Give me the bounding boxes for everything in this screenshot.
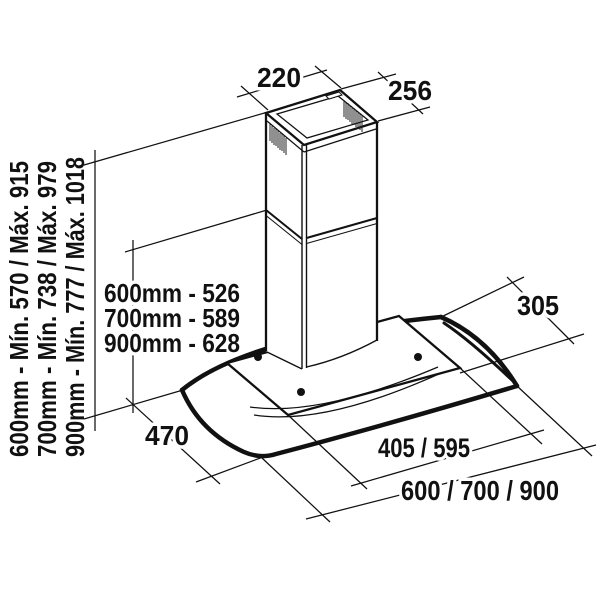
glass-right-inner-edge	[442, 321, 516, 384]
ext-line-600-left	[261, 457, 331, 523]
dim-label-470: 470	[145, 420, 189, 451]
chimney-rim-band-right	[303, 128, 377, 153]
glass-right-outer-edge	[438, 314, 520, 389]
dimension-lines	[83, 65, 597, 523]
dim-label-305: 305	[517, 290, 559, 321]
chimney-rim-slot	[325, 91, 343, 100]
height-label-600: 600mm - Mín. 570 / Máx. 915	[4, 161, 34, 457]
dim-label-600-700-900: 600 / 700 / 900	[401, 475, 559, 506]
plate-hole-front	[297, 388, 305, 396]
chimney-seam-left-shadow	[265, 215, 303, 245]
dim-line-305	[506, 276, 575, 345]
chimney-base-left	[266, 351, 303, 370]
height-label-700: 700mm - Mín. 738 / Máx. 979	[32, 161, 62, 457]
dim-line-220	[236, 69, 328, 98]
dimension-labels: 220 256 305 470 405 / 595 600 / 700 / 90…	[4, 59, 563, 510]
height-labels-rotated: 600mm - Mín. 570 / Máx. 915 700mm - Mín.…	[4, 157, 90, 457]
dim-label-220: 220	[257, 62, 301, 93]
plate-hole-left	[254, 353, 262, 361]
ext-line-600-right	[516, 385, 593, 457]
ext-line-256-right	[377, 106, 431, 122]
chimney-seam-left	[265, 209, 303, 240]
dim-label-256: 256	[388, 75, 432, 106]
ext-line-305-top	[436, 276, 525, 320]
vent-grille-right	[343, 100, 363, 132]
ext-line-470-bottom	[195, 456, 264, 483]
dim-line-256	[377, 71, 424, 115]
ext-line-height-top	[83, 111, 269, 166]
ext-line-220-left	[240, 85, 269, 111]
chimney-seam-right-shadow	[306, 222, 378, 245]
ext-line-chimney-top	[124, 209, 268, 253]
chimney-seam-right	[306, 217, 378, 239]
glass-left-front-edge	[179, 383, 520, 459]
chimney-height-labels: 600mm - 526 700mm - 589 900mm - 628	[101, 275, 244, 362]
chimney-label-700: 700mm - 589	[104, 303, 240, 333]
chimney-base-right-curve	[306, 339, 378, 368]
chimney-rim-opening	[275, 95, 370, 139]
ext-line-220-right	[314, 65, 342, 89]
ext-line-405-left	[287, 414, 368, 490]
chimney-rim-band-left	[266, 120, 305, 153]
dim-label-405-595: 405 / 595	[378, 433, 470, 463]
ext-line-405-right	[459, 367, 543, 445]
chimney-rim-outline	[263, 88, 380, 147]
height-label-900: 900mm - Mín. 777 / Máx. 1018	[60, 157, 90, 457]
glass-curve-line-2	[253, 372, 442, 418]
dim-line-405-595	[350, 429, 545, 487]
chimney-label-600: 600mm - 526	[104, 278, 240, 308]
chimney	[263, 88, 380, 370]
dim-line-600-700-900	[305, 444, 597, 520]
glass-curve-line-1	[249, 366, 439, 410]
chimney-body-fill	[266, 90, 377, 369]
plate-hole-right	[414, 353, 422, 361]
dim-line-470	[125, 397, 221, 485]
ext-line-256-left	[340, 73, 397, 90]
chimney-label-900: 900mm - 628	[104, 328, 240, 358]
ext-line-305-bottom	[459, 333, 585, 374]
vent-grille-left	[269, 124, 287, 155]
